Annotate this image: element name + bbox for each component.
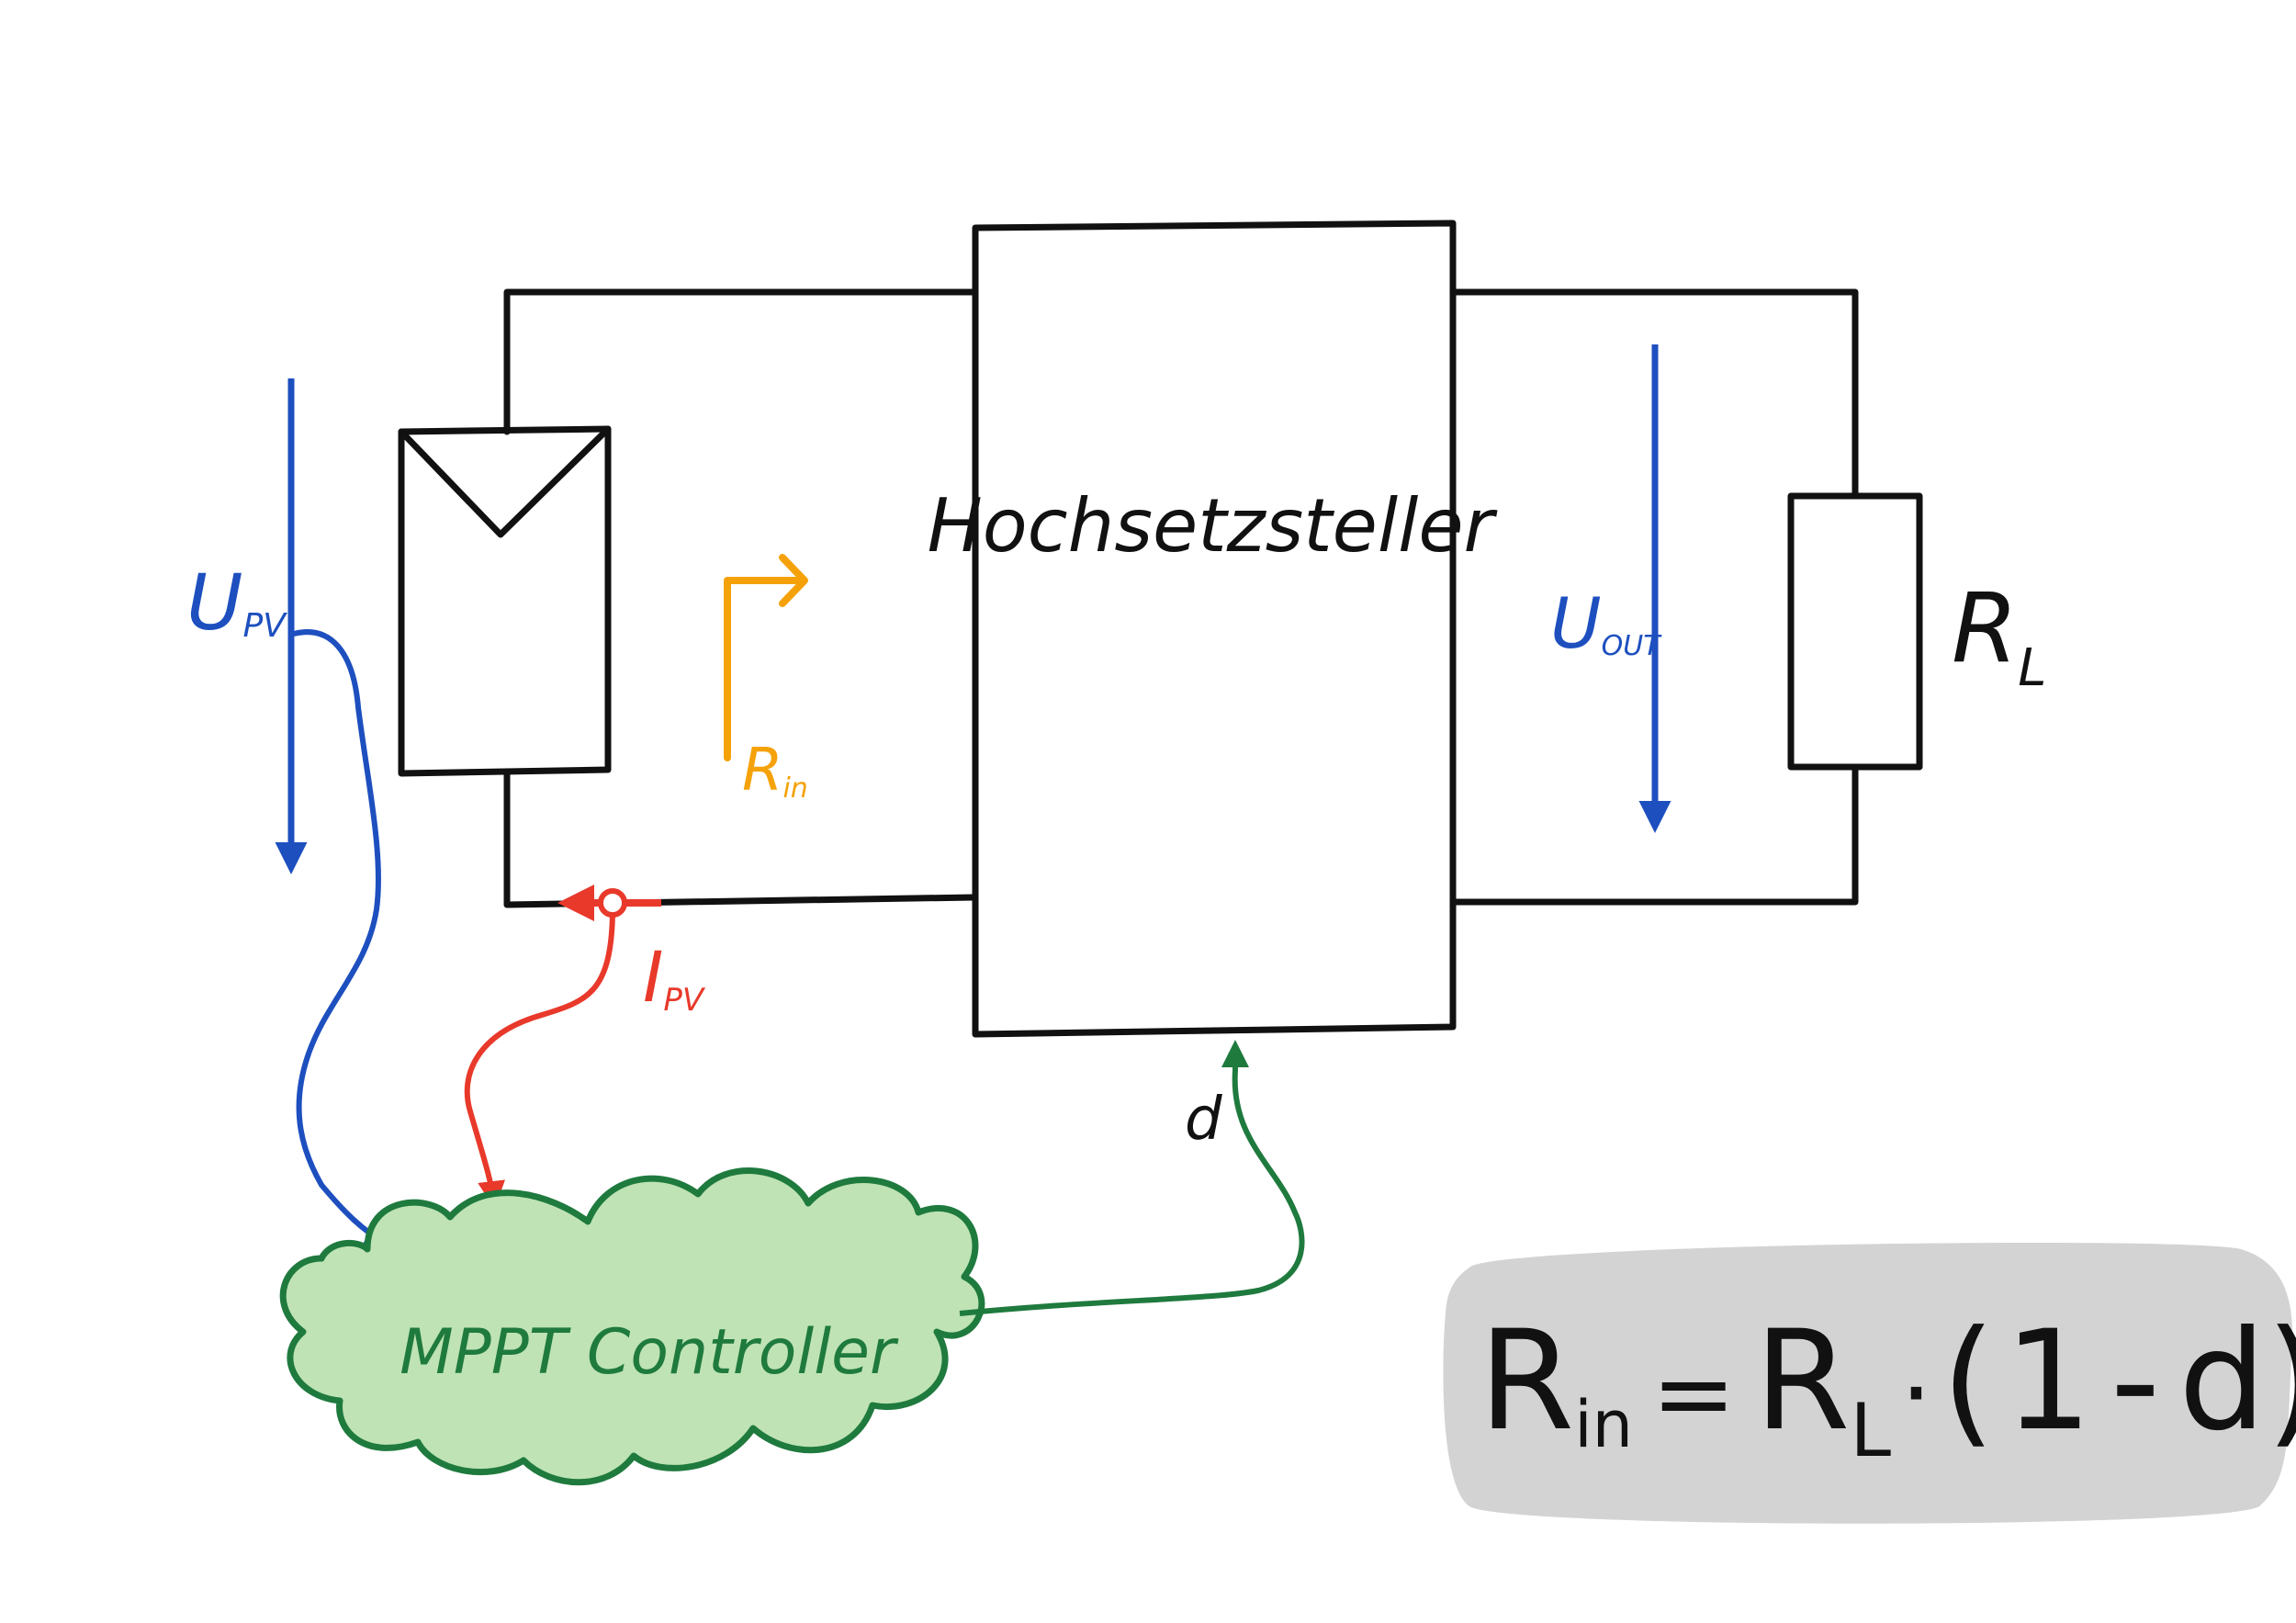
i-pv-sub: PV <box>663 982 706 1019</box>
formula-one: 1 <box>2005 1302 2092 1461</box>
formula-lhs-main: R <box>1479 1302 1574 1461</box>
i-pv-sensor-node <box>598 888 627 918</box>
r-l-sub: L <box>2018 638 2046 698</box>
r-in-sub: in <box>782 772 807 805</box>
u-pv-label: UPV <box>186 558 287 648</box>
i-pv-feedback-line <box>464 914 615 1209</box>
u-out-sub: OUT <box>1602 630 1663 662</box>
i-pv-main: I <box>643 936 663 1018</box>
formula-open-paren: ( <box>1941 1302 1996 1461</box>
u-pv-sub: PV <box>242 607 287 645</box>
r-l-label: RL <box>1952 572 2046 698</box>
formula-d: d <box>2178 1302 2266 1461</box>
r-l-main: R <box>1952 572 2018 684</box>
r-in-arrowhead <box>779 554 808 607</box>
top-left-wire <box>503 288 977 435</box>
u-pv-feedback-line <box>293 629 393 1247</box>
formula-dot: · <box>1900 1335 1932 1452</box>
formula-rhs-sub: L <box>1850 1388 1891 1473</box>
bottom-left-wire <box>503 768 977 908</box>
formula-box <box>1443 1242 2293 1524</box>
i-pv-label: IPV <box>643 936 706 1019</box>
formula-minus: - <box>2110 1302 2160 1461</box>
converter-label: Hochsetzsteller <box>928 483 1499 569</box>
formula-rhs-main: R <box>1754 1302 1850 1461</box>
u-out-label: UOUT <box>1550 582 1662 664</box>
mppt-controller-cloud <box>279 1167 985 1486</box>
r-in-arrow <box>724 577 803 761</box>
solar-panel-diagonal <box>398 425 612 538</box>
bottom-right-wire <box>1449 763 1859 906</box>
converter-block <box>972 220 1457 1038</box>
u-pv-main: U <box>186 558 242 648</box>
formula-close-paren: ) <box>2266 1302 2296 1461</box>
formula-lhs-sub: in <box>1574 1387 1633 1462</box>
duty-cycle-line <box>959 1040 1305 1316</box>
r-in-label: Rin <box>742 737 808 805</box>
r-in-main: R <box>742 737 782 805</box>
u-out-main: U <box>1550 582 1602 664</box>
mppt-controller-label: MPPT Controller <box>400 1316 899 1389</box>
solar-panel-icon <box>398 425 612 777</box>
top-right-wire <box>1449 288 1859 500</box>
resistor-icon <box>1787 492 1923 771</box>
duty-cycle-label: d <box>1185 1086 1222 1154</box>
formula-equals: = <box>1651 1335 1736 1452</box>
formula: Rin=RL·(1-d)2 <box>1479 1302 2296 1473</box>
